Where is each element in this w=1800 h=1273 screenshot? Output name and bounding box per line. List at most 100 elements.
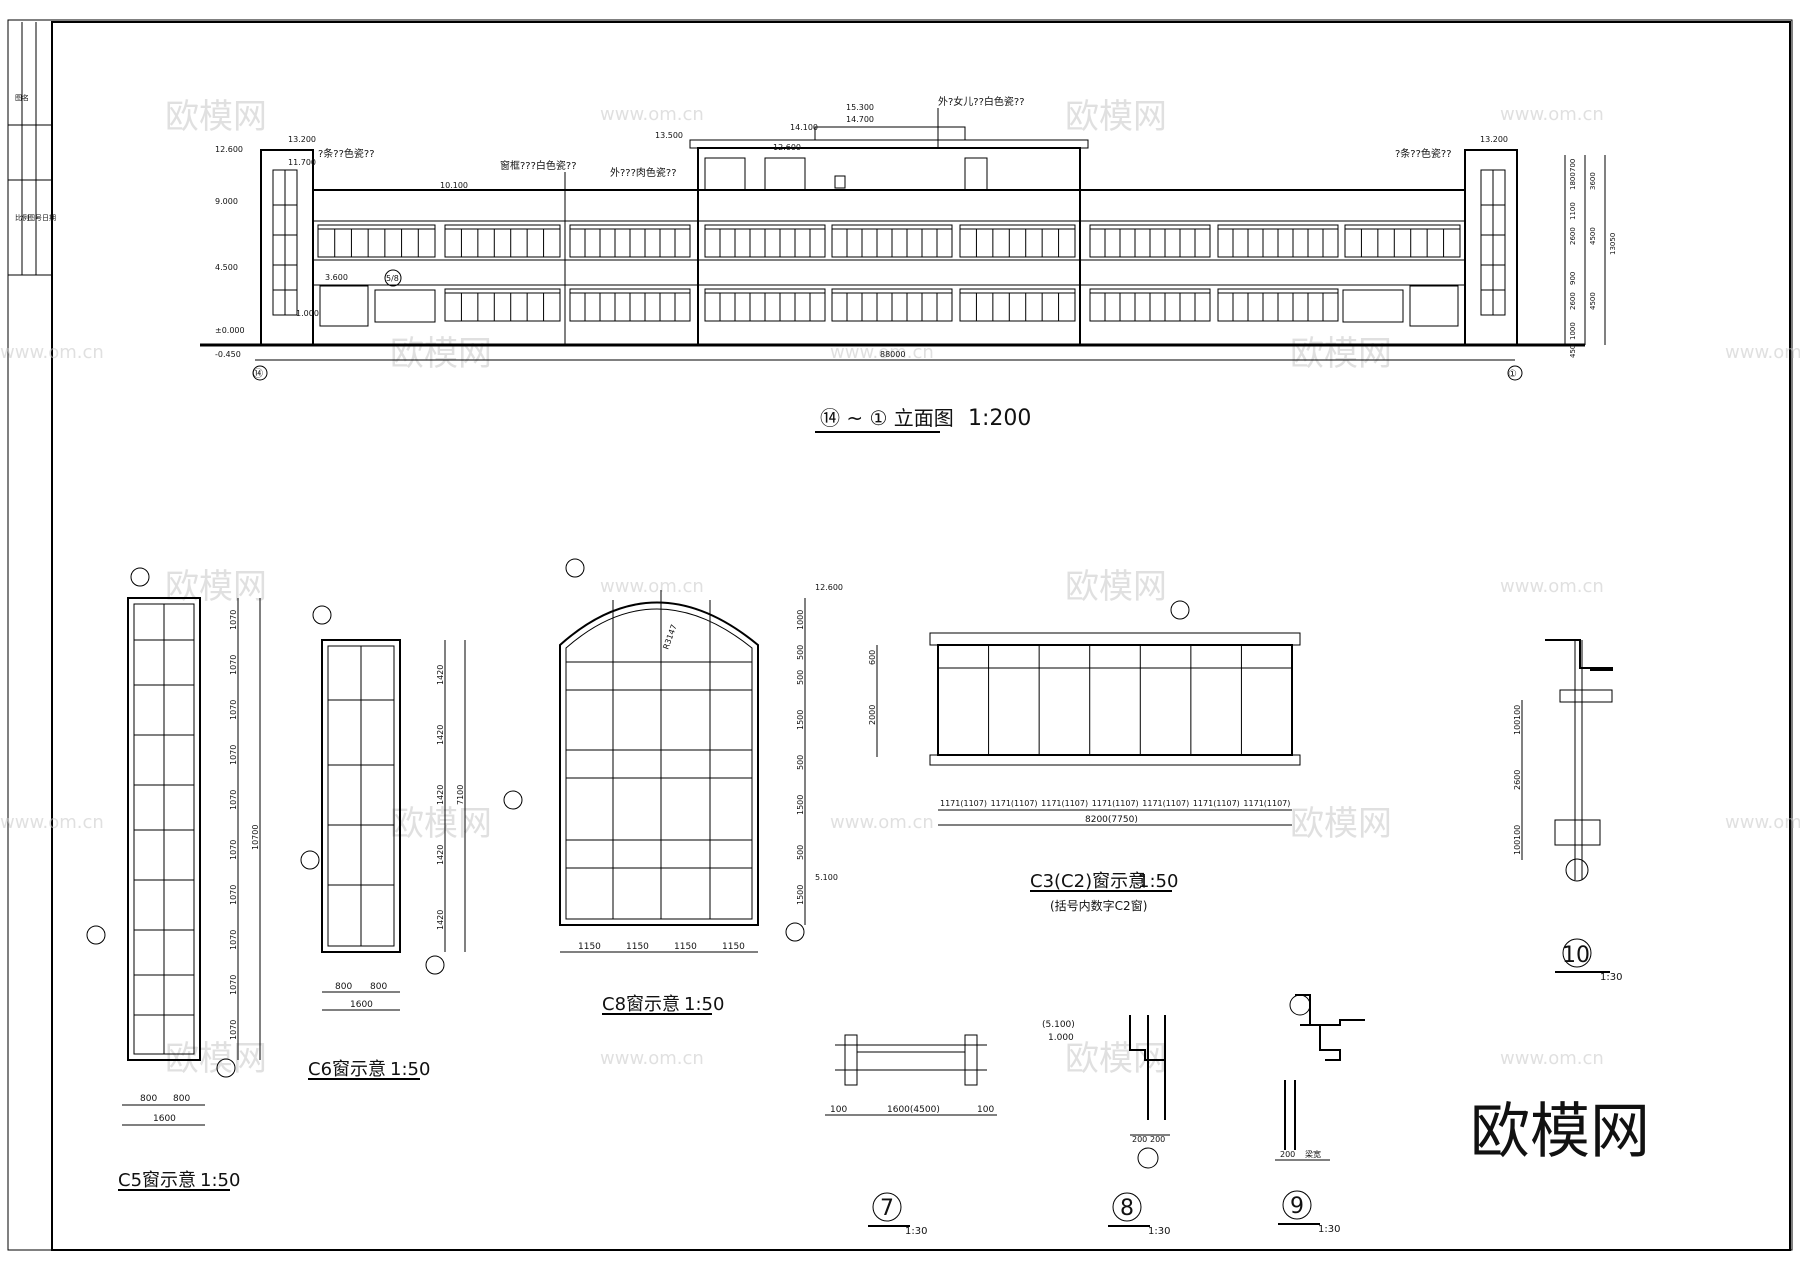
svg-text:500: 500 xyxy=(796,755,805,770)
elevation-scale: 1:200 xyxy=(968,406,1031,431)
upper-window xyxy=(704,157,746,191)
c6-window-detail: 1420 1420 1420 1420 1420 7100 800 800 16… xyxy=(300,605,466,1080)
watermark-logo: 欧模网 xyxy=(1065,97,1167,137)
c3-window-detail: 600 2000 1171(1107)1171(1107)1171(1107)1… xyxy=(868,600,1301,913)
svg-text:1070: 1070 xyxy=(229,610,238,630)
axis-label-left: ⑭ xyxy=(253,368,263,380)
stair-louver-left xyxy=(319,285,369,327)
svg-text:1.000: 1.000 xyxy=(1048,1033,1074,1043)
detail-9-section: 200 梁宽 9 1:30 xyxy=(1275,994,1365,1235)
upper-window xyxy=(764,157,806,191)
c3-top-sill xyxy=(929,632,1301,646)
svg-text:800: 800 xyxy=(370,982,387,992)
watermark-url: www.om.cn xyxy=(1725,812,1800,833)
svg-text:1800: 1800 xyxy=(1569,172,1577,190)
c3-width-label: 1171(1107) xyxy=(1193,799,1240,808)
drawing-frame xyxy=(51,21,1791,1251)
level-13200: 13.200 xyxy=(1480,135,1508,144)
elevation-window xyxy=(1344,224,1461,258)
svg-text:800: 800 xyxy=(335,982,352,992)
level-1000: 1.000 xyxy=(296,309,319,318)
brand-logo-text: 欧模网 xyxy=(1470,1097,1650,1167)
c6-scale: 1:50 xyxy=(390,1059,430,1080)
overall-length-text: 88000 xyxy=(880,350,905,359)
svg-text:1500: 1500 xyxy=(796,710,805,730)
watermark-url: www.om.cn xyxy=(600,576,704,597)
stair-louver-right xyxy=(1409,285,1459,327)
svg-text:1070: 1070 xyxy=(229,745,238,765)
level-0: ±0.000 xyxy=(215,326,245,335)
elevation-title: ⑭ ~ ① 立面图 xyxy=(820,406,954,430)
central-upper-block xyxy=(697,147,1081,191)
watermark-url: www.om.cn xyxy=(600,104,704,125)
svg-text:500: 500 xyxy=(796,845,805,860)
svg-text:800: 800 xyxy=(173,1094,190,1104)
svg-text:1600(4500): 1600(4500) xyxy=(887,1105,940,1115)
watermark-url: www.om.cn xyxy=(830,812,934,833)
level-13200: 13.200 xyxy=(288,135,316,144)
watermark-logo: 欧模网 xyxy=(1065,567,1167,607)
svg-text:1420: 1420 xyxy=(436,845,445,865)
svg-text:3600: 3600 xyxy=(1589,172,1597,190)
elevation-window-band xyxy=(317,224,1461,322)
c8-arched-frame xyxy=(559,601,759,926)
elevation-levels: 15.300 14.700 14.100 13.500 13.200 13.20… xyxy=(215,103,1508,359)
svg-text:200: 200 xyxy=(1132,1135,1147,1144)
roof-parapet xyxy=(814,126,966,141)
svg-text:100: 100 xyxy=(1513,705,1522,720)
watermark-url: www.om.cn xyxy=(830,342,934,363)
c5-scale: 1:50 xyxy=(200,1170,240,1191)
title-block-cell-2: 图号 xyxy=(28,214,42,222)
watermark-logo: 欧模网 xyxy=(390,804,492,844)
svg-text:1070: 1070 xyxy=(229,655,238,675)
note-stripe-left: ?条??色瓷?? xyxy=(318,147,375,160)
elevation-window xyxy=(317,224,436,258)
svg-text:1600: 1600 xyxy=(153,1114,176,1124)
svg-text:1600: 1600 xyxy=(350,1000,373,1010)
svg-text:1420: 1420 xyxy=(436,725,445,745)
detail-10-number: 10 xyxy=(1562,943,1590,968)
elevation-notes: 外?女儿??白色瓷?? ?条??色瓷?? ?条??色瓷?? 窗框???白色瓷??… xyxy=(318,95,1452,190)
svg-text:100: 100 xyxy=(977,1105,994,1115)
c3-dimension-labels: 1171(1107)1171(1107)1171(1107)1171(1107)… xyxy=(940,799,1290,808)
detail-7-section: 100 1600(4500) 100 7 1:30 xyxy=(825,1034,997,1237)
svg-text:1150: 1150 xyxy=(578,942,601,952)
level-12600: 12.600 xyxy=(215,145,243,154)
svg-text:4500: 4500 xyxy=(1589,227,1597,245)
svg-text:1000: 1000 xyxy=(796,610,805,630)
c3-scale: 1:50 xyxy=(1138,871,1178,892)
note-parapet: 外?女儿??白色瓷?? xyxy=(938,95,1025,108)
svg-text:1500: 1500 xyxy=(796,795,805,815)
svg-text:2600: 2600 xyxy=(1569,227,1577,245)
detail-7-scale: 1:30 xyxy=(905,1226,927,1237)
svg-text:1070: 1070 xyxy=(229,700,238,720)
elevation-drawing: 88000 ⑭ ① xyxy=(200,126,1585,381)
small-vent xyxy=(834,175,846,189)
c3-width-label: 1171(1107) xyxy=(1041,799,1088,808)
c3-bottom-sill xyxy=(929,754,1301,766)
svg-text:梁宽: 梁宽 xyxy=(1305,1149,1321,1159)
title-block-cell-3: 日期 xyxy=(42,214,56,222)
c5-label: C5窗示意 xyxy=(118,1170,196,1191)
detail-8-section: (5.100) 1.000 200 200 8 1:30 xyxy=(1042,1015,1170,1237)
c3-width-label: 1171(1107) xyxy=(1243,799,1290,808)
watermark-url: www.om.cn xyxy=(1500,576,1604,597)
watermark-logo: 欧模网 xyxy=(390,334,492,374)
svg-text:1500: 1500 xyxy=(796,885,805,905)
svg-text:200: 200 xyxy=(1280,1150,1295,1159)
c3-frame xyxy=(937,644,1293,756)
svg-text:450: 450 xyxy=(1569,345,1577,358)
note-window-frame: 窗框???白色瓷?? xyxy=(500,159,577,172)
c3-pane-group xyxy=(938,645,1292,755)
svg-text:1070: 1070 xyxy=(229,930,238,950)
level-13500: 13.500 xyxy=(655,131,683,140)
svg-text:1150: 1150 xyxy=(626,942,649,952)
c3-note: (括号内数字C2窗) xyxy=(1050,898,1147,913)
c3-width-label: 1171(1107) xyxy=(991,799,1038,808)
level-14100: 14.100 xyxy=(790,123,818,132)
title-block-cell-0: 图名 xyxy=(15,93,29,102)
elevation-window xyxy=(959,224,1076,258)
svg-text:900: 900 xyxy=(1569,272,1577,285)
svg-text:1420: 1420 xyxy=(436,785,445,805)
svg-text:7100: 7100 xyxy=(456,785,465,805)
